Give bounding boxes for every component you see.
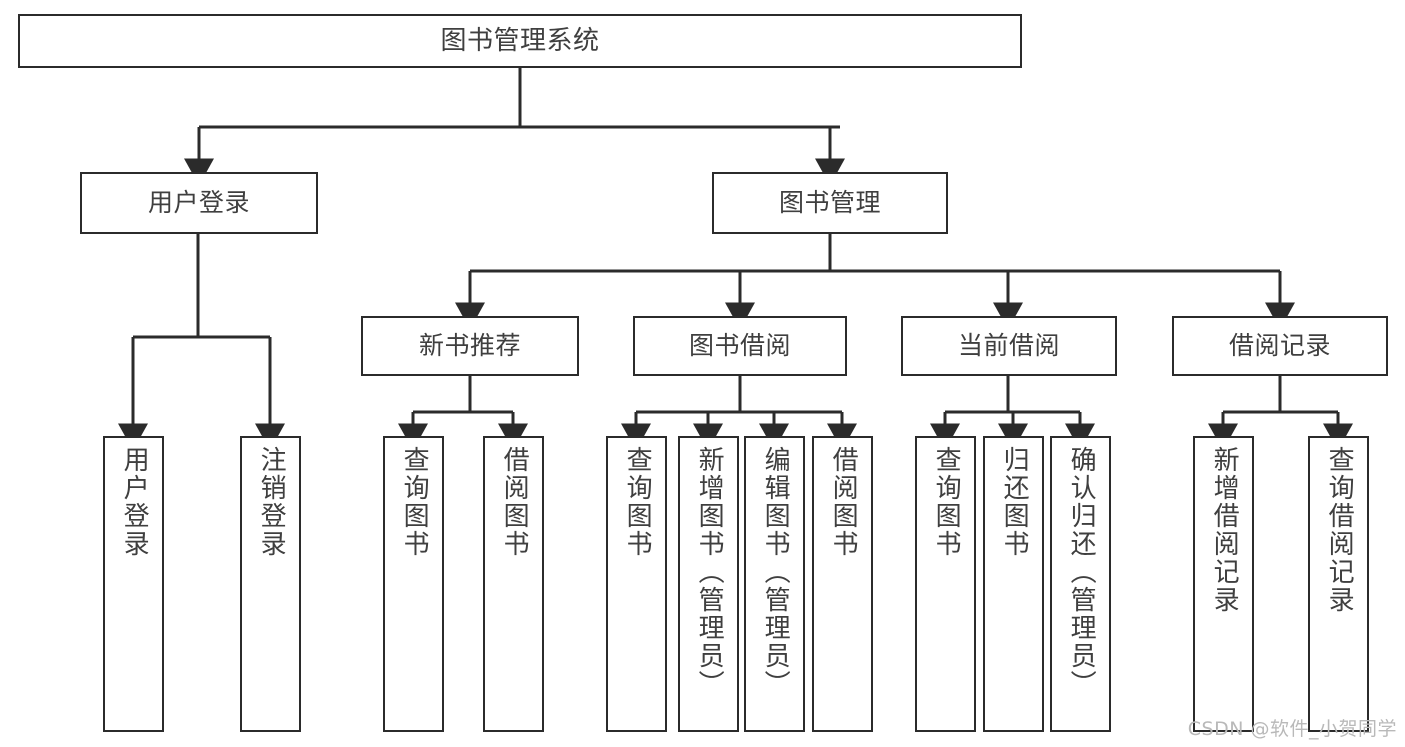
watermark-text: CSDN @软件_小贺同学 [1187, 718, 1397, 740]
node-book-borrow[interactable]: 图书借阅 [633, 316, 847, 376]
node-leaf-user-login-label: 用户登录 [119, 446, 150, 558]
node-book-manage[interactable]: 图书管理 [712, 172, 948, 234]
node-current-borrow[interactable]: 当前借阅 [901, 316, 1117, 376]
node-leaf-borrow-book-2[interactable]: 借阅图书 [812, 436, 873, 732]
node-root-label: 图书管理系统 [440, 25, 600, 56]
node-leaf-edit-book[interactable]: 编辑图书（管理员） [744, 436, 805, 732]
node-leaf-borrow-book-1[interactable]: 借阅图书 [483, 436, 544, 732]
node-leaf-query-book-2[interactable]: 查询图书 [606, 436, 667, 732]
node-leaf-query-book-2-label: 查询图书 [622, 446, 653, 558]
node-leaf-query-book-1-label: 查询图书 [399, 446, 430, 558]
node-user-login-label: 用户登录 [147, 188, 250, 218]
node-current-borrow-label: 当前借阅 [957, 331, 1060, 361]
node-leaf-return-book[interactable]: 归还图书 [983, 436, 1044, 732]
node-leaf-add-book[interactable]: 新增图书（管理员） [678, 436, 739, 732]
node-leaf-add-book-label: 新增图书（管理员） [694, 446, 725, 698]
node-leaf-query-record-label: 查询借阅记录 [1324, 446, 1355, 614]
node-leaf-query-book-3-label: 查询图书 [931, 446, 962, 558]
node-leaf-query-book-3[interactable]: 查询图书 [915, 436, 976, 732]
node-borrow-record[interactable]: 借阅记录 [1172, 316, 1388, 376]
node-leaf-confirm-return-label: 确认归还（管理员） [1066, 446, 1097, 698]
node-new-book-rec-label: 新书推荐 [418, 331, 521, 361]
node-new-book-rec[interactable]: 新书推荐 [361, 316, 579, 376]
node-leaf-query-book-1[interactable]: 查询图书 [383, 436, 444, 732]
node-leaf-logout-label: 注销登录 [256, 446, 287, 558]
node-leaf-logout[interactable]: 注销登录 [240, 436, 301, 732]
node-borrow-record-label: 借阅记录 [1228, 331, 1331, 361]
node-leaf-confirm-return[interactable]: 确认归还（管理员） [1050, 436, 1111, 732]
node-leaf-return-book-label: 归还图书 [999, 446, 1030, 558]
node-leaf-edit-book-label: 编辑图书（管理员） [760, 446, 791, 698]
node-leaf-borrow-book-1-label: 借阅图书 [499, 446, 530, 558]
node-leaf-query-record[interactable]: 查询借阅记录 [1308, 436, 1369, 732]
node-root[interactable]: 图书管理系统 [18, 14, 1022, 68]
node-user-login[interactable]: 用户登录 [80, 172, 318, 234]
node-leaf-add-record-label: 新增借阅记录 [1209, 446, 1240, 614]
node-book-manage-label: 图书管理 [778, 188, 881, 218]
node-leaf-add-record[interactable]: 新增借阅记录 [1193, 436, 1254, 732]
node-leaf-user-login[interactable]: 用户登录 [103, 436, 164, 732]
node-book-borrow-label: 图书借阅 [688, 331, 791, 361]
node-leaf-borrow-book-2-label: 借阅图书 [828, 446, 859, 558]
